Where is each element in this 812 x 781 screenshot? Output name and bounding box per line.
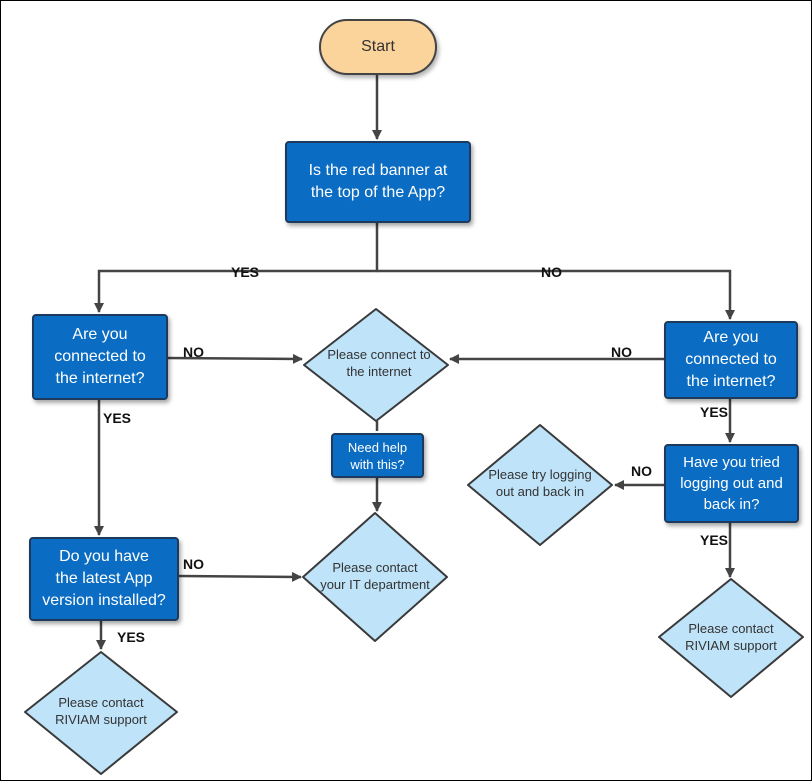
- diamond-try-logging-out-text: Please try logging out and back in: [488, 467, 592, 499]
- question-connected-left: Are you connected to the internet?: [32, 314, 168, 400]
- question-latest-app: Do you have the latest App version insta…: [29, 537, 179, 621]
- label-banner-yes: YES: [231, 264, 260, 280]
- connector-banner-no: [377, 269, 735, 320]
- question-tried-logout: Have you tried logging out and back in?: [664, 444, 799, 523]
- question-connected-right: Are you connected to the internet?: [664, 321, 798, 399]
- label-right-connected-no: NO: [611, 344, 632, 360]
- connector-banner-yes: [94, 223, 379, 313]
- diamond-contact-it-text: Please contact your IT department: [320, 560, 430, 592]
- diamond-try-logging-out: [467, 424, 613, 546]
- diamond-contact-riviam-right-text: Please contact RIVIAM support: [685, 621, 777, 653]
- diamond-please-connect-text: Please connect to the internet: [327, 347, 431, 379]
- label-latest-app-no: NO: [183, 556, 204, 572]
- label-left-connected-yes: YES: [103, 410, 132, 426]
- label-latest-app-yes: YES: [117, 629, 146, 645]
- diamond-contact-it: [302, 512, 448, 642]
- question-need-help: Need help with this?: [331, 433, 424, 478]
- connector-latest-app-no: [178, 571, 302, 582]
- label-tried-logout-yes: YES: [700, 532, 729, 548]
- diamond-contact-riviam-right: [658, 578, 804, 698]
- diamond-contact-riviam-left-text: Please contact RIVIAM support: [55, 695, 147, 727]
- start-terminal: Start: [319, 19, 437, 75]
- label-left-connected-no: NO: [183, 344, 204, 360]
- question-red-banner: Is the red banner at the top of the App?: [285, 141, 471, 223]
- diamond-contact-riviam-left: [24, 651, 178, 775]
- label-banner-no: NO: [541, 264, 562, 280]
- label-tried-logout-no: NO: [631, 463, 652, 479]
- label-right-connected-yes: YES: [700, 404, 729, 420]
- connector-left-connected-no: [166, 353, 303, 364]
